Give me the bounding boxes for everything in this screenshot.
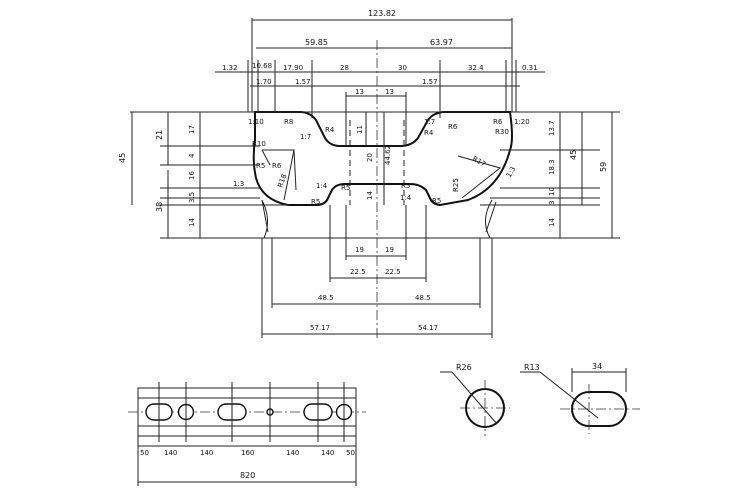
round-radius-label: R26 xyxy=(456,363,472,372)
dim-text: 3 xyxy=(548,201,556,205)
dim-text: 54.17 xyxy=(418,324,438,332)
radius-label: R5 xyxy=(432,197,441,205)
dim-text: 16 xyxy=(188,171,196,180)
dim-overall-width: 123.82 xyxy=(368,9,396,18)
slope-label: 1:4 xyxy=(400,194,412,202)
dim-overall-length: 820 xyxy=(240,471,255,480)
dim-text: 32.4 xyxy=(468,64,484,72)
dim-left-half: 59.85 xyxy=(305,38,328,47)
dim-text: 14 xyxy=(548,218,556,227)
cross-section xyxy=(130,40,620,340)
dim-text: 21 xyxy=(155,130,164,140)
radius-leader-r18 xyxy=(293,149,297,191)
dim-text: 10 xyxy=(548,187,556,196)
dim-text: 14 xyxy=(188,218,196,227)
dim-text: 1.57 xyxy=(422,78,438,86)
right-dimensions: 59 45 13.7 18.3 10 3 14 xyxy=(548,112,613,238)
center-dimensions: 11 20 44.62 14 xyxy=(356,112,392,205)
dim-text: 50 xyxy=(346,449,355,457)
slope-label: 1:7 xyxy=(300,133,311,141)
dim-text: 0.31 xyxy=(522,64,538,72)
dim-text: 11 xyxy=(356,125,364,134)
slope-label: 1:20 xyxy=(514,118,530,126)
slot-detail xyxy=(571,391,627,427)
slope-label: 1:4 xyxy=(316,182,328,190)
slope-label: 1:3 xyxy=(233,180,244,188)
radius-label: R6 xyxy=(448,123,458,131)
dim-text: 48.5 xyxy=(318,294,334,302)
dim-text: 50 xyxy=(140,449,149,457)
dim-text: 160 xyxy=(241,449,254,457)
dim-text: 13 xyxy=(385,88,394,96)
dim-text: 28 xyxy=(340,64,349,72)
radius-label: R5 xyxy=(341,184,350,192)
dim-text: 10.68 xyxy=(252,62,272,70)
radius-label: R6 xyxy=(493,118,503,126)
radius-label: R30 xyxy=(495,128,509,136)
radius-callouts: R8 R4 R4 R6 R6 R30 R10 R5 R18 R6 R5 R5 R… xyxy=(252,118,509,206)
dim-text: 19 xyxy=(355,246,364,254)
dim-text: 3.5 xyxy=(188,192,196,203)
radius-label: R4 xyxy=(424,129,434,137)
right-skirt xyxy=(485,199,497,239)
left-skirt xyxy=(261,199,269,239)
dim-text: 44.62 xyxy=(384,145,392,165)
dim-text: 140 xyxy=(200,449,213,457)
dim-text: 4 xyxy=(188,153,196,158)
top-dimensions: 123.82 59.85 63.97 1.32 10.68 17.90 28 3… xyxy=(215,9,545,146)
inner-line-right xyxy=(457,155,502,199)
dim-text: 18.3 xyxy=(548,159,556,175)
dim-text: 45 xyxy=(118,153,127,163)
radius-leader-r10 xyxy=(261,149,271,166)
dim-text: 20 xyxy=(366,153,374,162)
radius-label: R25 xyxy=(452,178,460,192)
bottom-dimensions: 19 19 22.5 22.5 48.5 48.5 57.17 54.17 xyxy=(261,205,493,338)
dim-text: 140 xyxy=(164,449,177,457)
radius-label: R5 xyxy=(401,182,410,190)
hole-details: R26 R13 34 xyxy=(440,362,640,436)
radius-label: R6 xyxy=(272,162,282,170)
dim-text: 17 xyxy=(188,125,196,134)
dim-right-half: 63.97 xyxy=(430,38,453,47)
dim-text: 13 xyxy=(355,88,364,96)
radius-label: R5 xyxy=(311,198,320,206)
dim-text: 38 xyxy=(155,202,164,212)
dim-text: 30 xyxy=(398,64,407,72)
dim-text: 140 xyxy=(321,449,334,457)
radius-label: R17 xyxy=(471,155,487,169)
dim-text: 1.70 xyxy=(256,78,272,86)
section-profile xyxy=(252,111,513,207)
dim-text: 17.90 xyxy=(283,64,303,72)
slope-label: 1:10 xyxy=(248,118,264,126)
slot-radius-label: R13 xyxy=(524,363,540,372)
radius-label: R10 xyxy=(252,140,266,148)
slope-label: 1:3 xyxy=(505,165,518,179)
radius-label: R4 xyxy=(325,126,335,134)
dim-text: 1.32 xyxy=(222,64,238,72)
inner-line-left xyxy=(262,149,295,201)
left-dimensions: 45 21 38 17 4 16 3.5 14 xyxy=(118,112,201,238)
slope-label: 1:7 xyxy=(424,118,435,126)
dim-text: 19 xyxy=(385,246,394,254)
dim-text: 22.5 xyxy=(385,268,401,276)
slot-length-label: 34 xyxy=(592,362,602,371)
radius-label: R5 xyxy=(256,162,265,170)
dim-text: 22.5 xyxy=(350,268,366,276)
dim-text: 14 xyxy=(366,191,374,200)
dim-text: 13.7 xyxy=(548,120,556,136)
dim-text: 140 xyxy=(286,449,299,457)
side-view: 50 140 140 160 140 140 50 820 xyxy=(128,382,366,486)
dim-text: 57.17 xyxy=(310,324,330,332)
dim-text: 59 xyxy=(599,162,608,172)
dim-text: 45 xyxy=(569,150,578,160)
radius-label: R8 xyxy=(284,118,293,126)
dim-text: 1.57 xyxy=(295,78,311,86)
dim-text: 48.5 xyxy=(415,294,431,302)
